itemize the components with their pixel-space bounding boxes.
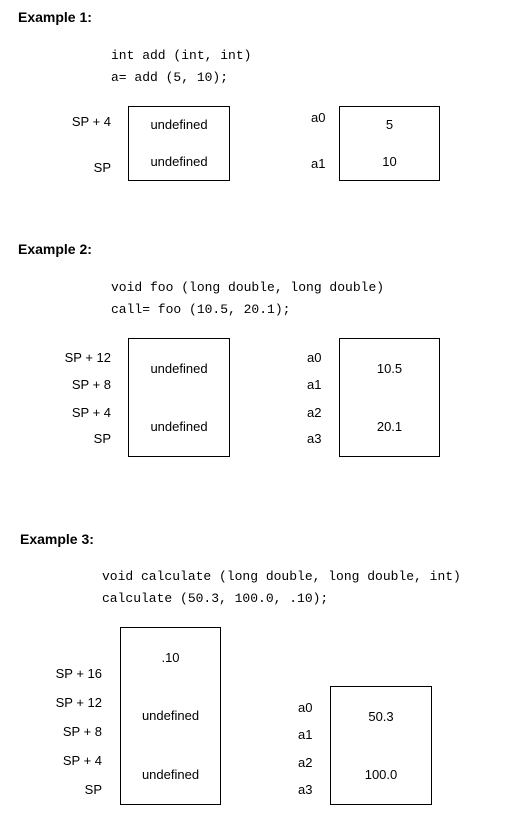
example-2-reg-cell-1: 10.5 [339,338,440,398]
example-2-stack-label-sp-8: SP + 8 [71,377,111,392]
example-1-stack-label-sp-4: SP + 4 [71,114,111,129]
example-3-title: Example 3: [20,531,94,547]
example-2-reg-label-a1: a1 [307,377,322,392]
example-1-code-line-2: a= add (5, 10); [111,70,229,85]
example-2-reg-label-a3: a3 [307,431,322,446]
example-3-reg-label-a0: a0 [298,700,313,715]
example-1-stack-cell-1: undefined [128,106,230,143]
example-1-stack-cell-2: undefined [128,142,230,181]
example-2-title: Example 2: [18,241,92,257]
example-3-stack-label-sp-8: SP + 8 [62,724,102,739]
example-1-code-line-1: int add (int, int) [111,48,252,63]
example-2-stack-label-sp-4: SP + 4 [71,405,111,420]
example-3-stack-label-sp-16: SP + 16 [55,666,102,681]
example-2-stack-label-sp-12: SP + 12 [64,350,111,365]
example-3-stack-label-sp: SP [84,782,102,797]
example-2-stack-label-sp: SP [93,431,111,446]
example-3-reg-label-a3: a3 [298,782,313,797]
example-2-stack-cell-1: undefined [128,338,230,398]
example-2-reg-cell-2: 20.1 [339,397,440,457]
example-3-reg-label-a1: a1 [298,727,313,742]
example-1-reg-cell-2: 10 [339,142,440,181]
example-3-stack-label-sp-4: SP + 4 [62,753,102,768]
example-1-title: Example 1: [18,9,92,25]
example-3-stack-cell-1: .10 [120,627,221,687]
example-3-code-line-1: void calculate (long double, long double… [102,569,461,584]
example-3-code-line-2: calculate (50.3, 100.0, .10); [102,591,329,606]
example-1-reg-cell-1: 5 [339,106,440,143]
example-3-stack-cell-2: undefined [120,686,221,746]
example-2-stack-cell-2: undefined [128,397,230,457]
example-1-stack-label-sp: SP [93,160,111,175]
example-2-code-line-1: void foo (long double, long double) [111,280,385,295]
example-3-stack-cell-3: undefined [120,745,221,805]
example-3-reg-cell-1: 50.3 [330,686,432,746]
example-1-reg-label-a1: a1 [311,156,326,171]
example-1-reg-label-a0: a0 [311,110,326,125]
example-2-reg-label-a0: a0 [307,350,322,365]
example-2-code-line-2: call= foo (10.5, 20.1); [111,302,291,317]
example-3-stack-label-sp-12: SP + 12 [55,695,102,710]
example-2-reg-label-a2: a2 [307,405,322,420]
example-3-reg-cell-2: 100.0 [330,745,432,805]
example-3-reg-label-a2: a2 [298,755,313,770]
